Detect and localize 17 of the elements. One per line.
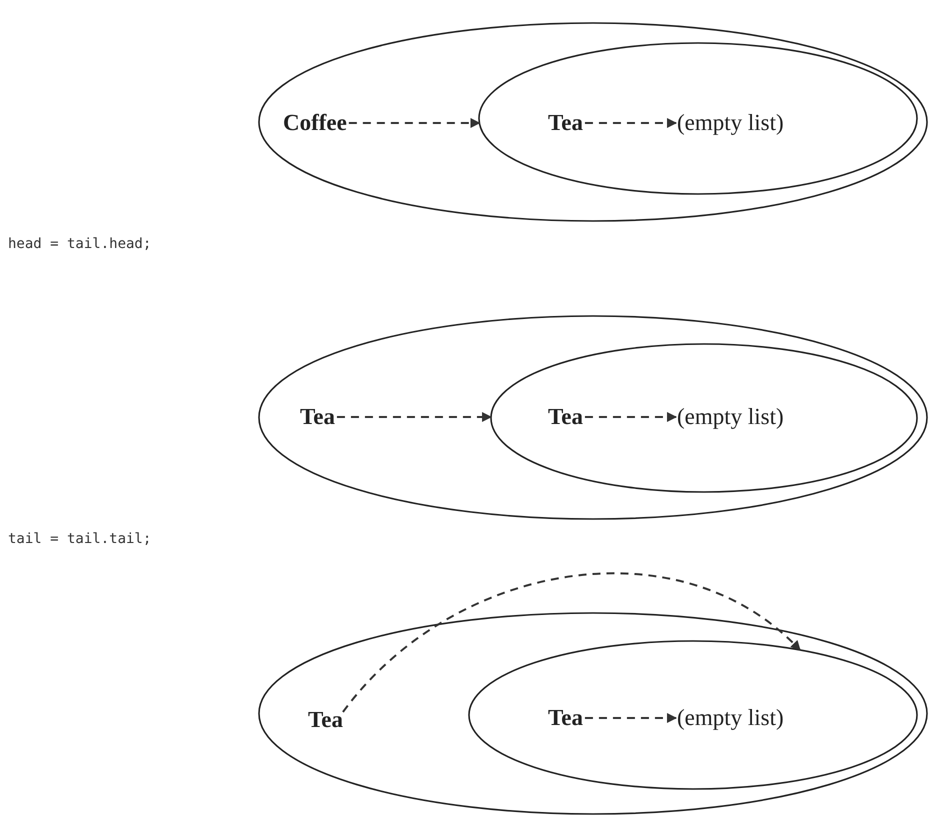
dashed-arrow: [336, 412, 492, 422]
dashed-arrow: [584, 118, 677, 128]
element-label: Tea: [548, 704, 583, 732]
list-label: (empty list): [677, 403, 784, 431]
element-label: Coffee: [283, 109, 347, 137]
code-statement: head = tail.head;: [8, 236, 152, 252]
code-statement: tail = tail.tail;: [8, 531, 152, 547]
dashed-arrow: [348, 118, 480, 128]
element-label: Tea: [548, 403, 583, 431]
dashed-arrow: [342, 572, 801, 713]
dashed-arrow: [584, 713, 677, 723]
element-label: Tea: [300, 403, 335, 431]
list-label: (empty list): [677, 704, 784, 732]
list-label: (empty list): [677, 109, 784, 137]
element-label: Tea: [548, 109, 583, 137]
element-label: Tea: [308, 706, 343, 734]
dashed-arrow: [584, 412, 677, 422]
